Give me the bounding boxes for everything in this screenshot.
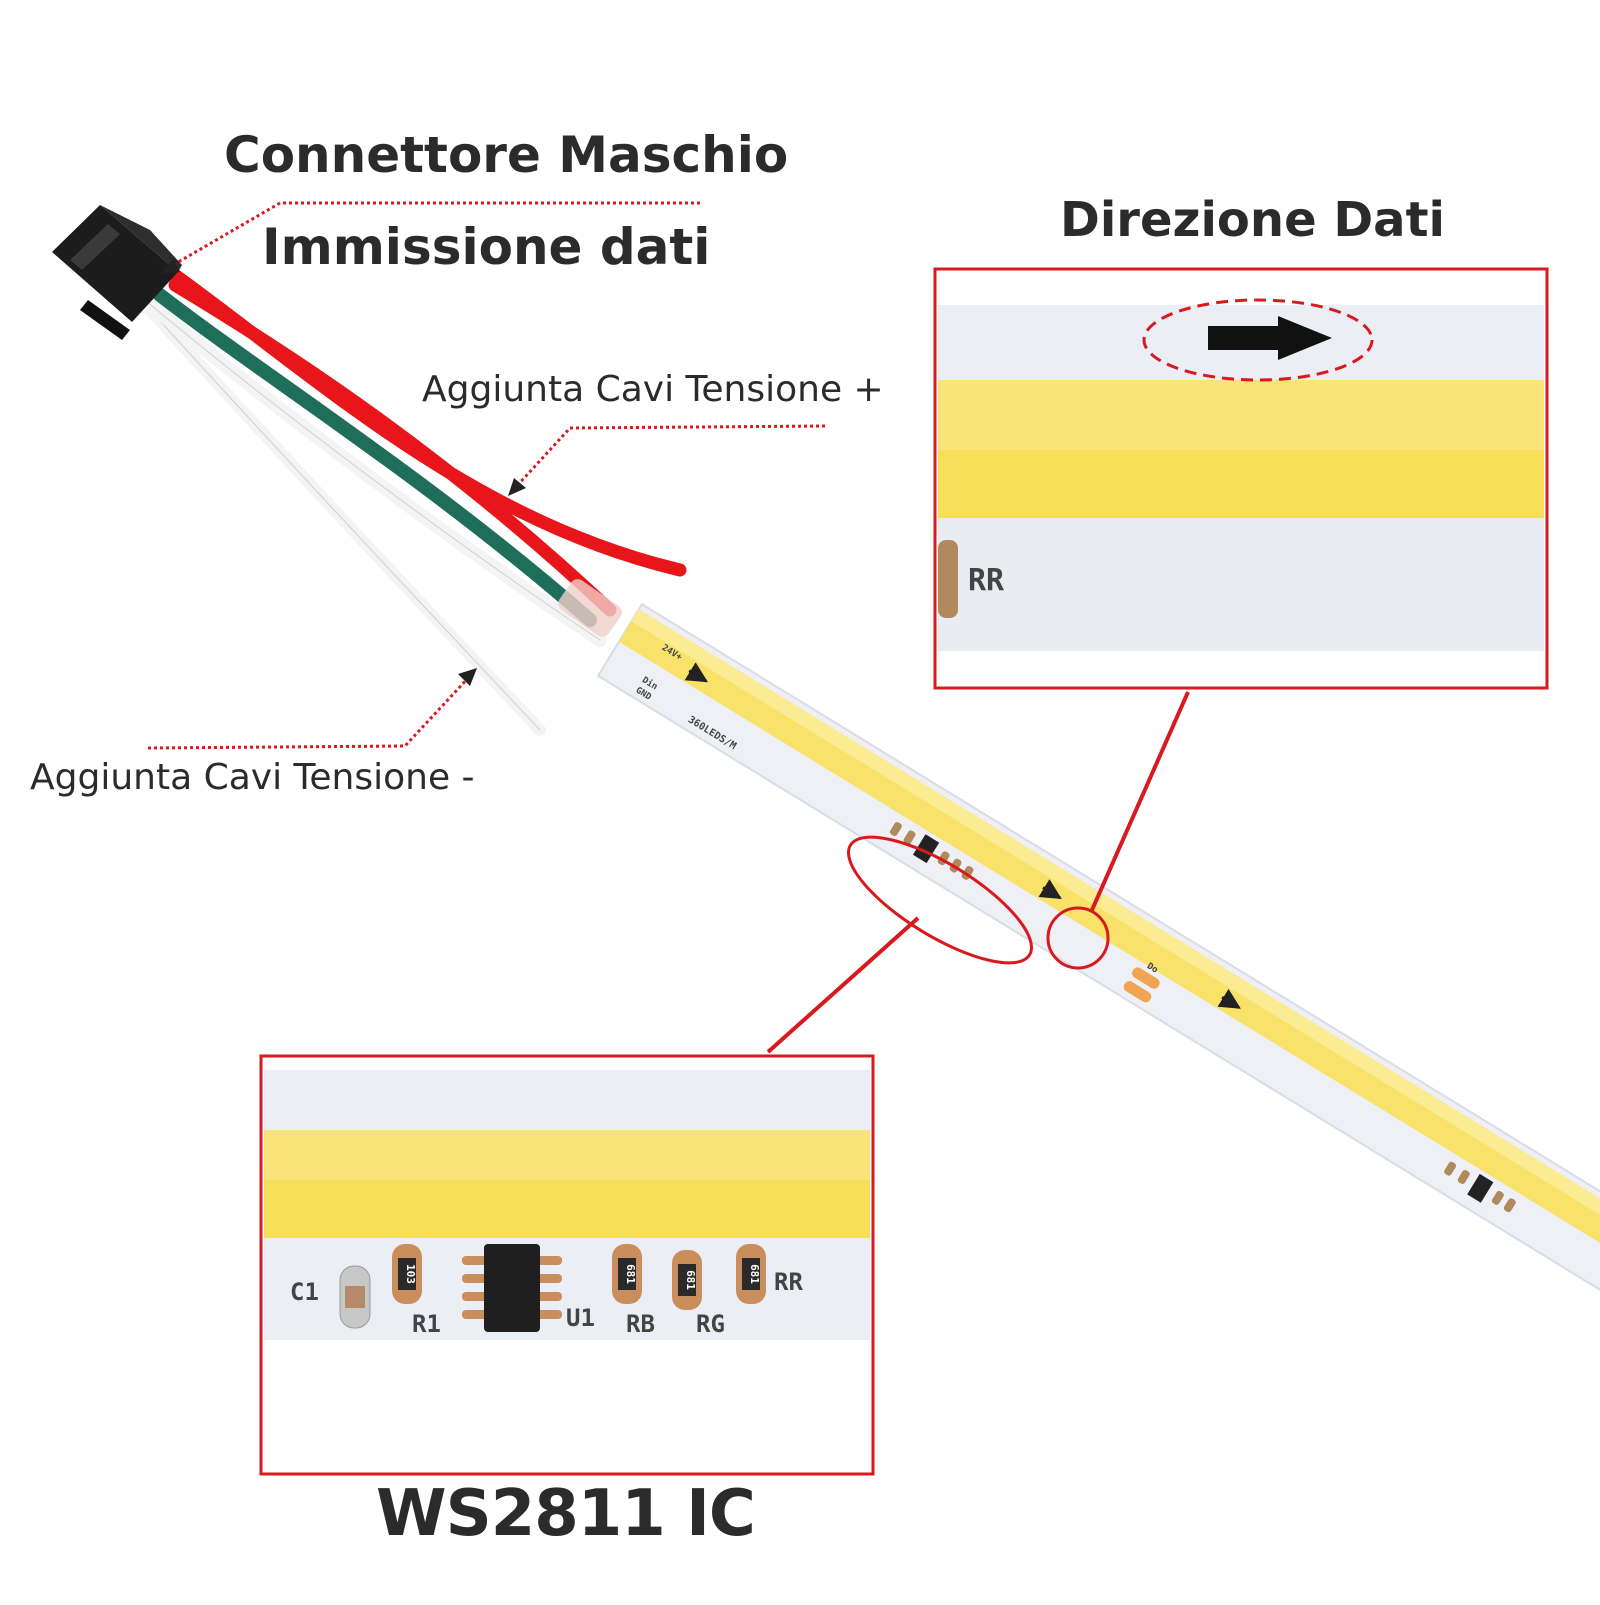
inset-resistor-partial xyxy=(938,540,958,618)
strip-direction-arrows xyxy=(684,662,1241,1009)
callout-line-direction xyxy=(1090,691,1190,911)
label-negative-wires: Aggiunta Cavi Tensione - xyxy=(30,757,475,798)
arrowhead-negative xyxy=(458,668,477,686)
inset-label-u1: U1 xyxy=(566,1304,595,1332)
inset-r1-code: 103 xyxy=(404,1264,417,1284)
strip-pads xyxy=(1123,967,1160,1003)
ws2811-chip xyxy=(462,1244,562,1332)
inset-label-rr-2: RR xyxy=(774,1268,803,1296)
inset-label-rb: RB xyxy=(626,1310,655,1338)
label-data-direction: Direzione Dati xyxy=(1060,192,1445,248)
ic-zoom-inset: C1 103 R1 U1 681 RB 681 RG xyxy=(259,1054,875,1476)
inset-rr-code: 681 xyxy=(748,1264,761,1284)
direction-arrow-icon xyxy=(1208,316,1332,360)
label-data-input: Immissione dati xyxy=(262,218,711,276)
pointer-arrowheads xyxy=(160,258,526,686)
callout-line-ic xyxy=(766,916,920,1054)
pointer-negative xyxy=(147,674,472,750)
arrowhead-positive xyxy=(508,478,526,496)
direction-zoom-inset: RR xyxy=(933,267,1549,690)
pointer-lines xyxy=(147,201,826,750)
label-ic: WS2811 IC xyxy=(376,1477,756,1551)
male-connector xyxy=(52,205,182,340)
arrowhead-connector xyxy=(160,258,180,274)
inset-label-c1: C1 xyxy=(290,1278,319,1306)
inset-rg-code: 681 xyxy=(684,1270,697,1290)
label-connector: Connettore Maschio xyxy=(224,126,789,184)
pointer-positive xyxy=(513,424,826,490)
inset-rb-code: 681 xyxy=(624,1264,637,1284)
inset-label-rr: RR xyxy=(968,563,1005,598)
direction-highlight-circle xyxy=(1046,906,1110,970)
wires xyxy=(138,268,687,736)
pointer-connector xyxy=(167,201,700,270)
strip-components-2 xyxy=(1444,1161,1516,1213)
ic-highlight-ellipse xyxy=(847,835,1033,965)
strip-label-do: Do xyxy=(1145,961,1159,975)
inset-label-r1: R1 xyxy=(412,1310,441,1338)
direction-arrow-ellipse xyxy=(1142,298,1374,382)
inset-label-rg: RG xyxy=(696,1310,725,1338)
label-positive-wires: Aggiunta Cavi Tensione + xyxy=(422,369,884,410)
strip-components-1 xyxy=(889,822,974,880)
